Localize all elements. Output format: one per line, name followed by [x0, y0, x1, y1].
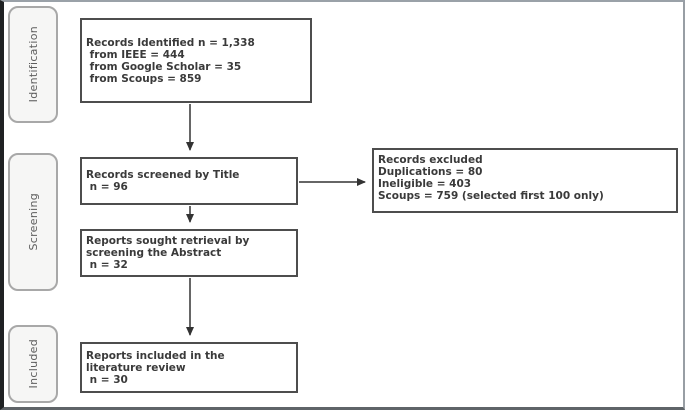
- box-records-screened-text: Records screened by Title n = 96: [86, 169, 240, 193]
- box-records-excluded: Records excluded Duplications = 80 Ineli…: [372, 148, 678, 213]
- box-reports-retrieval-text: Reports sought retrieval by screening th…: [86, 235, 250, 271]
- stage-screening-label: Screening: [26, 193, 40, 251]
- stage-identification-label: Identification: [26, 26, 40, 103]
- stage-included-label: Included: [26, 339, 40, 389]
- stage-included: Included: [8, 325, 58, 403]
- box-reports-included-text: Reports included in the literature revie…: [86, 349, 225, 386]
- box-reports-retrieval: Reports sought retrieval by screening th…: [80, 229, 298, 277]
- box-reports-included: Reports included in the literature revie…: [80, 342, 298, 393]
- box-records-identified-text: Records Identified n = 1,338 from IEEE =…: [86, 36, 255, 85]
- box-records-identified: Records Identified n = 1,338 from IEEE =…: [80, 18, 312, 103]
- box-records-excluded-text: Records excluded Duplications = 80 Ineli…: [378, 154, 604, 202]
- box-records-screened: Records screened by Title n = 96: [80, 157, 298, 205]
- stage-screening: Screening: [8, 153, 58, 291]
- stage-identification: Identification: [8, 6, 58, 123]
